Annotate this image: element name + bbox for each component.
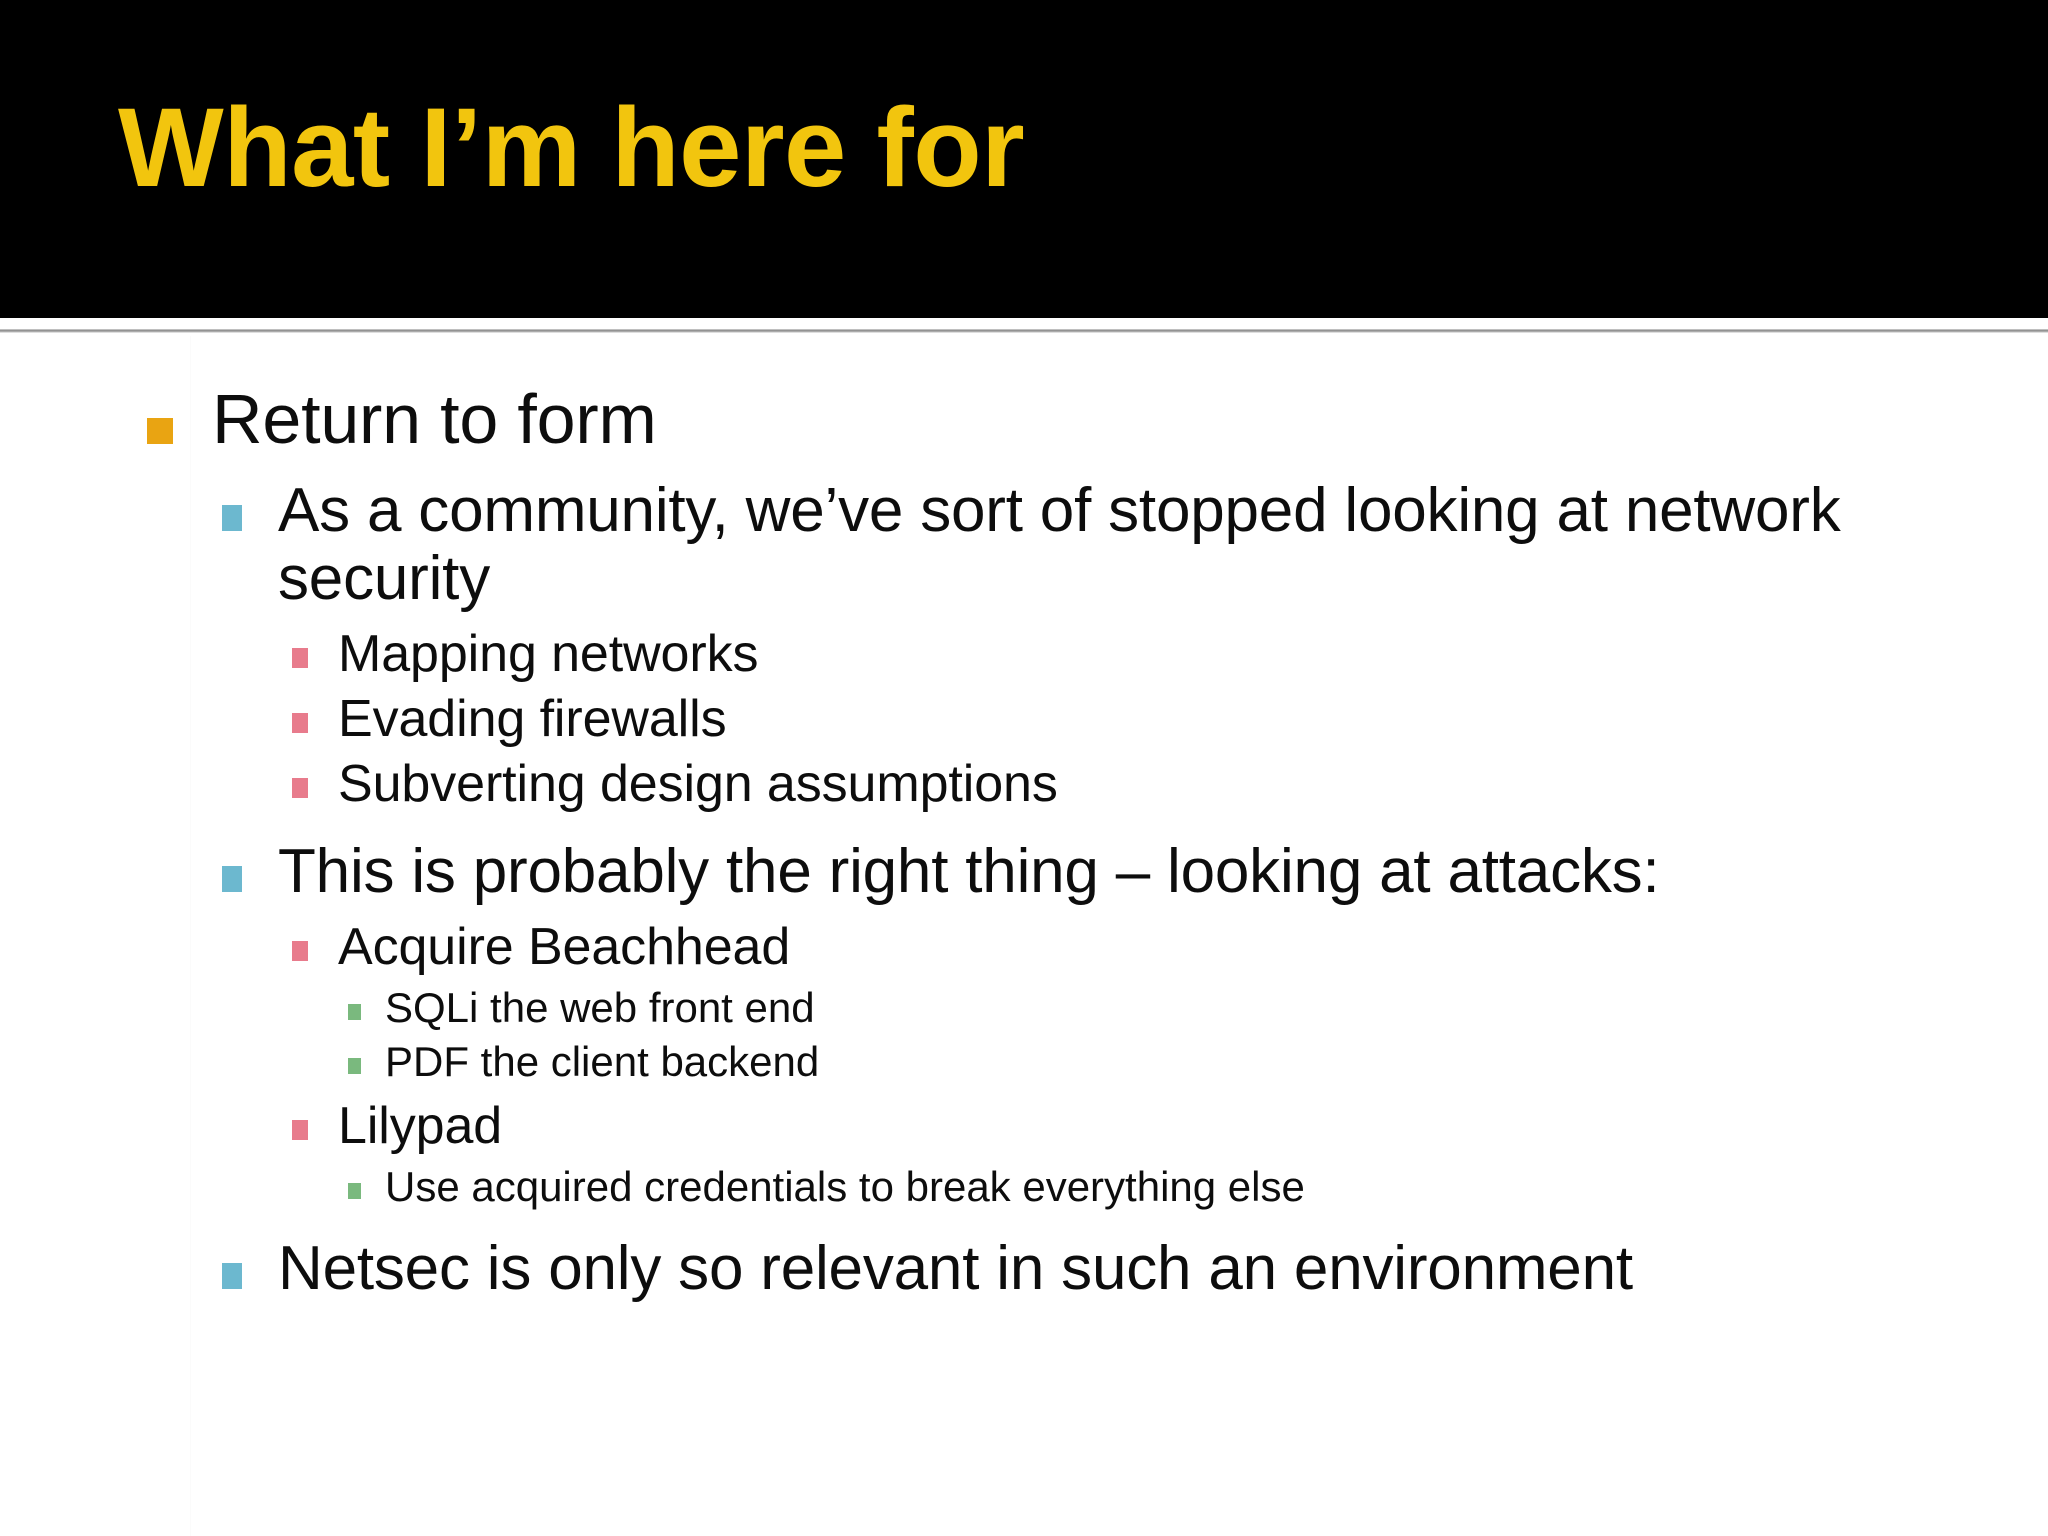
bullet-square-level2-icon (222, 865, 242, 892)
list-item-label: Acquire Beachhead (338, 917, 791, 976)
bullet-square-level3-icon (292, 647, 308, 668)
list-item-label: Lilypad (338, 1097, 503, 1156)
list-item: Evading firewalls (292, 690, 2048, 749)
list-item: Acquire Beachhead (292, 917, 2048, 976)
bullet-square-level4-icon (348, 1003, 361, 1020)
list-item: Subverting design assumptions (292, 756, 2048, 813)
list-item: Netsec is only so relevant in such an en… (222, 1233, 2048, 1303)
left-margin-band (0, 336, 191, 1536)
list-item: PDF the client backend (348, 1038, 2048, 1086)
list-item-label: Subverting design assumptions (338, 755, 1058, 814)
list-item: Return to form (147, 380, 2048, 458)
bullet-square-level1-icon (147, 418, 173, 444)
bullet-square-level2-icon (222, 1262, 242, 1289)
list-item: Mapping networks (292, 624, 2048, 683)
list-item-label: Evading firewalls (338, 690, 727, 749)
list-item: As a community, we’ve sort of stopped lo… (222, 475, 2048, 613)
list-item: This is probably the right thing – looki… (222, 836, 2048, 906)
list-item-label: As a community, we’ve sort of stopped lo… (278, 475, 1858, 613)
list-item: Lilypad (292, 1098, 2048, 1155)
bullet-square-level4-icon (348, 1183, 361, 1200)
list-item: Use acquired credentials to break everyt… (348, 1164, 2048, 1210)
page-title: What I’m here for (118, 85, 1025, 210)
list-item-label: Use acquired credentials to break everyt… (385, 1163, 1305, 1211)
bullet-square-level2-icon (222, 504, 242, 531)
list-item-label: This is probably the right thing – looki… (278, 836, 1660, 906)
list-item-label: Mapping networks (338, 624, 759, 683)
bullet-square-level3-icon (292, 713, 308, 734)
bullet-square-level3-icon (292, 940, 308, 961)
bullet-square-level3-icon (292, 778, 308, 799)
list-item-label: PDF the client backend (385, 1038, 820, 1086)
list-item-label: Return to form (212, 380, 657, 458)
list-item-label: SQLi the web front end (385, 983, 815, 1031)
list-item: SQLi the web front end (348, 983, 2048, 1031)
slide-title-bar: What I’m here for (0, 0, 2048, 318)
title-divider (0, 329, 2048, 333)
bullet-square-level3-icon (292, 1120, 308, 1141)
slide-body: Return to form As a community, we’ve sor… (0, 336, 2048, 1536)
bullet-square-level4-icon (348, 1058, 361, 1075)
list-item-label: Netsec is only so relevant in such an en… (278, 1233, 1633, 1303)
